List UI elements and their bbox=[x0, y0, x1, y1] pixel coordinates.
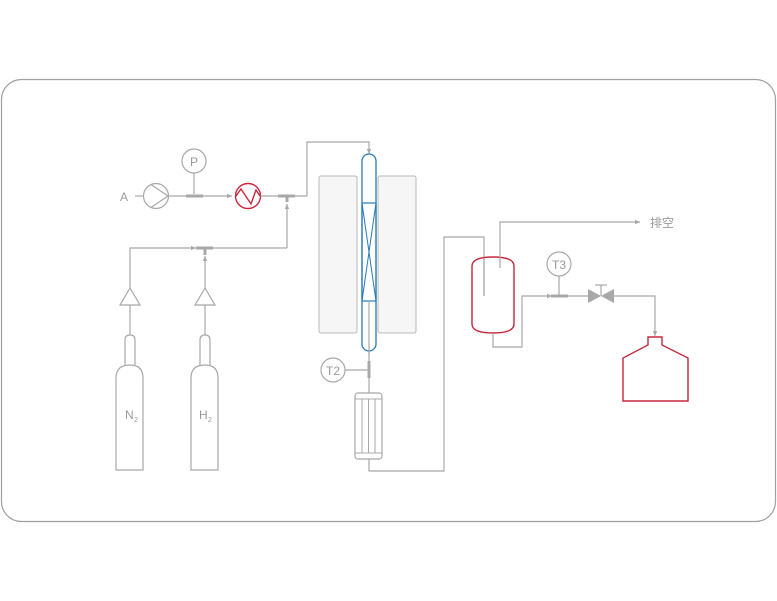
gas-header-pipe bbox=[129, 245, 196, 290]
pressure-gauge: P bbox=[181, 148, 207, 198]
tube-reactor bbox=[361, 153, 377, 355]
separator-liquid-outlet-pipe bbox=[492, 293, 552, 348]
vent-pipe bbox=[499, 219, 640, 268]
t3-sensor: T3 bbox=[546, 251, 572, 277]
gas-mix-tee bbox=[278, 194, 295, 198]
preheater-icon bbox=[234, 182, 262, 210]
t3-tee bbox=[551, 294, 568, 298]
t2-label: T2 bbox=[326, 364, 340, 378]
n2-label: N bbox=[125, 408, 134, 422]
t3-label: T3 bbox=[552, 258, 566, 272]
furnace-right-half bbox=[377, 175, 417, 334]
gas-mix-tee-stem bbox=[285, 197, 289, 202]
gas-tee-stem bbox=[203, 249, 207, 255]
n2-subscript: 2 bbox=[134, 417, 138, 424]
collection-tank bbox=[622, 336, 689, 402]
pressure-gauge-label: P bbox=[190, 155, 198, 169]
t2-tee bbox=[367, 361, 371, 378]
gas-tee bbox=[196, 246, 213, 250]
reactor-inlet-pipe bbox=[306, 141, 372, 196]
h2-label: H bbox=[199, 408, 208, 422]
h2-subscript: 2 bbox=[208, 417, 212, 424]
valve-to-tank-pipe bbox=[614, 295, 658, 336]
feed-label: A bbox=[120, 190, 128, 204]
feed-pump-icon bbox=[142, 182, 170, 210]
gas-liquid-separator bbox=[471, 256, 515, 334]
n2-cylinder: N 2 bbox=[115, 334, 144, 471]
condenser-icon bbox=[354, 392, 383, 460]
h2-cylinder: H 2 bbox=[190, 334, 219, 471]
needle-valve-icon bbox=[588, 284, 614, 303]
furnace-left-half bbox=[318, 175, 358, 334]
vent-label: 排空 bbox=[650, 216, 674, 230]
condenser-to-separator-pipe bbox=[368, 236, 485, 472]
t2-sensor: T2 bbox=[320, 357, 346, 383]
